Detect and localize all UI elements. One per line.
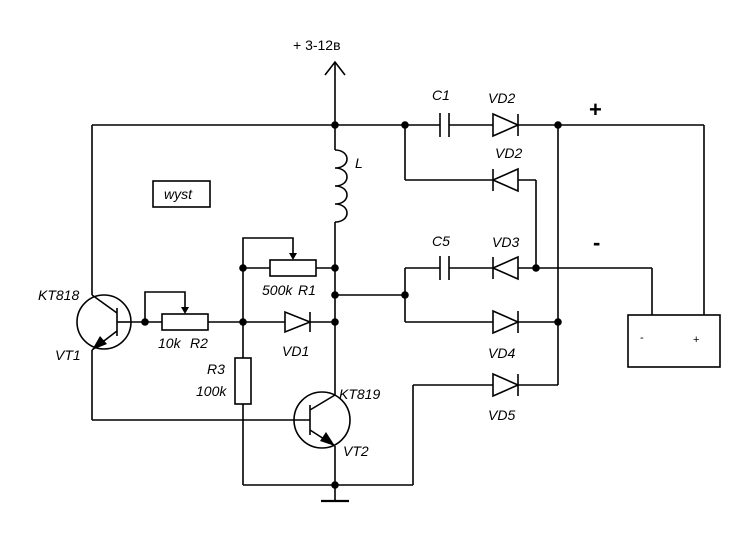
r2-ref-label: R2 bbox=[190, 335, 208, 351]
vt2-ref-label: VT2 bbox=[343, 443, 369, 459]
ground-symbol bbox=[243, 484, 413, 503]
center-node-wire bbox=[334, 268, 405, 395]
battery-minus-label: - bbox=[640, 332, 644, 344]
r1-value-label: 500k bbox=[262, 282, 293, 298]
junction-dots bbox=[141, 121, 562, 489]
wyst-label: wyst bbox=[164, 186, 193, 202]
c5-label: C5 bbox=[432, 233, 450, 249]
r3-ref-label: R3 bbox=[207, 361, 225, 377]
vd2-top-label: VD2 bbox=[488, 90, 515, 106]
battery-box bbox=[627, 314, 721, 368]
r2-value-label: 10k bbox=[158, 335, 182, 351]
supply-rail bbox=[91, 60, 410, 295]
battery-plus-label: + bbox=[693, 334, 699, 346]
supply-label: + 3-12в bbox=[293, 37, 341, 53]
vd5-label: VD5 bbox=[488, 407, 515, 423]
r3-value-label: 100k bbox=[196, 383, 227, 399]
diode-vd1 bbox=[284, 310, 335, 334]
vd4-label: VD4 bbox=[488, 345, 515, 361]
multiplier-network bbox=[404, 112, 705, 485]
output-minus-label: - bbox=[593, 230, 600, 255]
vd2-bottom-label: VD2 bbox=[495, 145, 522, 161]
inductor-label: L bbox=[355, 155, 363, 171]
vt2-type-label: KT819 bbox=[339, 386, 380, 402]
transistor-vt2 bbox=[293, 391, 351, 485]
r1-ref-label: R1 bbox=[298, 282, 316, 298]
inductor-l bbox=[334, 149, 348, 268]
r3-branch bbox=[234, 268, 252, 485]
output-plus-label: + bbox=[589, 97, 602, 122]
vt1-ref-label: VT1 bbox=[55, 347, 81, 363]
c1-label: C1 bbox=[432, 87, 450, 103]
vt1-type-label: KT818 bbox=[38, 287, 79, 303]
wyst-box bbox=[152, 180, 211, 208]
vd1-label: VD1 bbox=[282, 343, 309, 359]
transistor-vt1 bbox=[76, 294, 310, 421]
vd3-label: VD3 bbox=[492, 234, 519, 250]
resistor-r1 bbox=[242, 237, 335, 277]
